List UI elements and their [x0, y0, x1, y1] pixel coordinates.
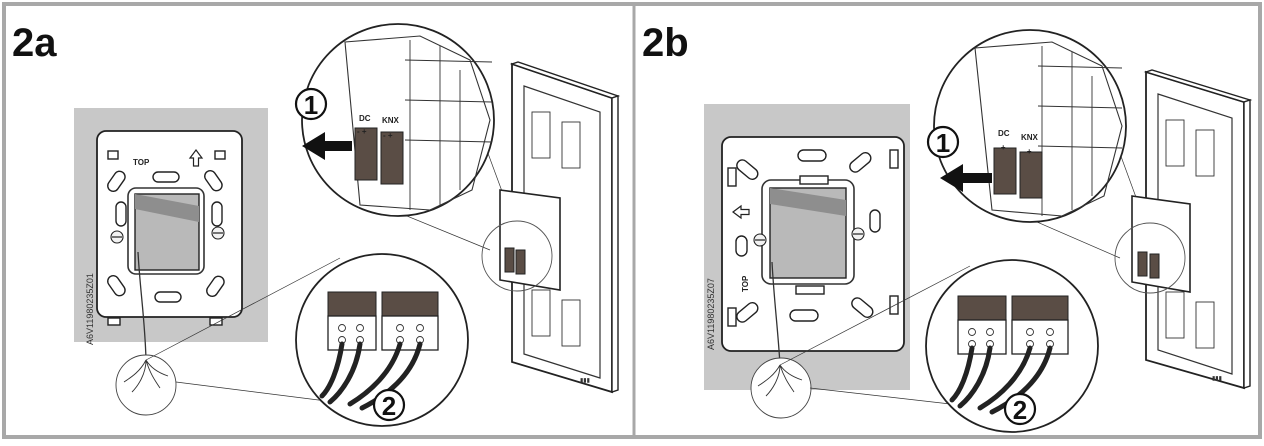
- corner-clip: [889, 295, 899, 315]
- corner-clip: [214, 150, 226, 160]
- mounting-slot: [851, 297, 874, 318]
- terminal-knx-label: KNX: [382, 116, 400, 125]
- corner-clip: [727, 167, 737, 187]
- mounting-slot: [797, 149, 827, 162]
- terminal-block: [380, 131, 404, 185]
- terminal-block: [504, 247, 515, 273]
- terminal-block: [1137, 251, 1148, 277]
- corner-clip: [889, 149, 899, 169]
- panel-2b: 2b: [642, 21, 1253, 433]
- terminal-block: [515, 249, 526, 275]
- panel-2a: 2a T: [12, 21, 621, 427]
- corner-clip: [727, 307, 737, 327]
- detail-circle: [1114, 222, 1186, 294]
- wire: [327, 341, 363, 405]
- mounting-slot: [204, 170, 223, 192]
- mounting-slot: [849, 152, 872, 173]
- mounting-slot: [869, 209, 881, 233]
- mounting-slot: [789, 309, 819, 322]
- detail-circle: [481, 220, 553, 292]
- mounting-slot: [206, 275, 225, 297]
- svg-text:▮▮▮: ▮▮▮: [580, 378, 590, 384]
- polarity-label: - +: [996, 143, 1006, 152]
- mounting-slot: [154, 291, 182, 303]
- terminal-block: [1019, 151, 1043, 199]
- polarity-label: - +: [357, 127, 367, 136]
- wire: [989, 345, 1053, 415]
- terminal-block: [1011, 295, 1069, 323]
- mounting-slot: [735, 235, 748, 257]
- corner-clip: [799, 175, 829, 185]
- callout-2: [372, 388, 406, 422]
- panel-label: 2a: [12, 21, 57, 65]
- terminal-block: [381, 291, 439, 319]
- mounting-slot: [211, 201, 223, 227]
- detail-zoom-wires: 2: [295, 253, 469, 427]
- mounting-slot: [107, 170, 126, 192]
- terminal-dc-label: DC: [998, 129, 1010, 138]
- callout-2-number: 2: [382, 391, 396, 421]
- mounting-slot: [736, 159, 759, 180]
- terminal-block: [957, 295, 1007, 323]
- terminal-block: [993, 147, 1017, 195]
- callout-2: [1003, 392, 1037, 426]
- wire: [957, 345, 993, 409]
- panel-label: 2b: [642, 21, 689, 65]
- terminal-dc-label: DC: [359, 114, 371, 123]
- terminal-block: [327, 291, 377, 319]
- polarity-label: - +: [383, 131, 393, 140]
- cable: [137, 251, 147, 361]
- arrow-left-icon: [940, 164, 992, 192]
- wire: [319, 341, 345, 399]
- article-number: A6V11980235Z07: [706, 278, 716, 350]
- mounting-slot: [115, 201, 127, 227]
- detail-zoom-wires: 2: [925, 259, 1099, 433]
- corner-clip: [107, 317, 121, 326]
- wire: [977, 345, 1033, 411]
- mounting-slot: [152, 171, 180, 183]
- detail-zoom-terminals: DC KNX - + - + 1: [926, 29, 1127, 223]
- arrow-left-icon: [302, 132, 352, 160]
- svg-text:▮▮▮: ▮▮▮: [1212, 376, 1222, 382]
- detail-zoom-terminals: DC KNX - + - + 1: [294, 23, 495, 217]
- plate-top-label: TOP: [741, 275, 750, 292]
- callout-2-number: 2: [1013, 395, 1027, 425]
- terminal-block: [1149, 253, 1160, 279]
- corner-clip: [209, 317, 223, 326]
- corner-clip: [795, 285, 825, 295]
- wire: [347, 341, 403, 407]
- polarity-label: - +: [1022, 147, 1032, 156]
- callout-1: [294, 87, 328, 121]
- mounting-slot: [736, 302, 759, 323]
- mounting-plate: TOP: [721, 136, 905, 352]
- callout-1-number: 1: [936, 128, 950, 158]
- arrow-left-icon: [732, 204, 750, 220]
- plate-top-label: TOP: [133, 158, 150, 167]
- arrow-up-icon: [188, 149, 204, 167]
- wire: [359, 341, 423, 411]
- cable-bundle-icon: [115, 354, 177, 416]
- cable: [771, 261, 781, 366]
- callout-1-number: 1: [304, 90, 318, 120]
- terminal-knx-label: KNX: [1021, 133, 1039, 142]
- mounting-slot: [107, 275, 126, 297]
- device-unit: ▮▮▮: [1114, 69, 1253, 390]
- corner-clip: [107, 150, 119, 160]
- wire: [949, 345, 975, 403]
- terminal-block: [354, 127, 378, 181]
- device-unit: ▮▮▮: [481, 61, 621, 394]
- callout-1: [926, 125, 960, 159]
- article-number: A6V11980235Z01: [85, 273, 95, 345]
- mounting-plate: TOP: [96, 130, 243, 326]
